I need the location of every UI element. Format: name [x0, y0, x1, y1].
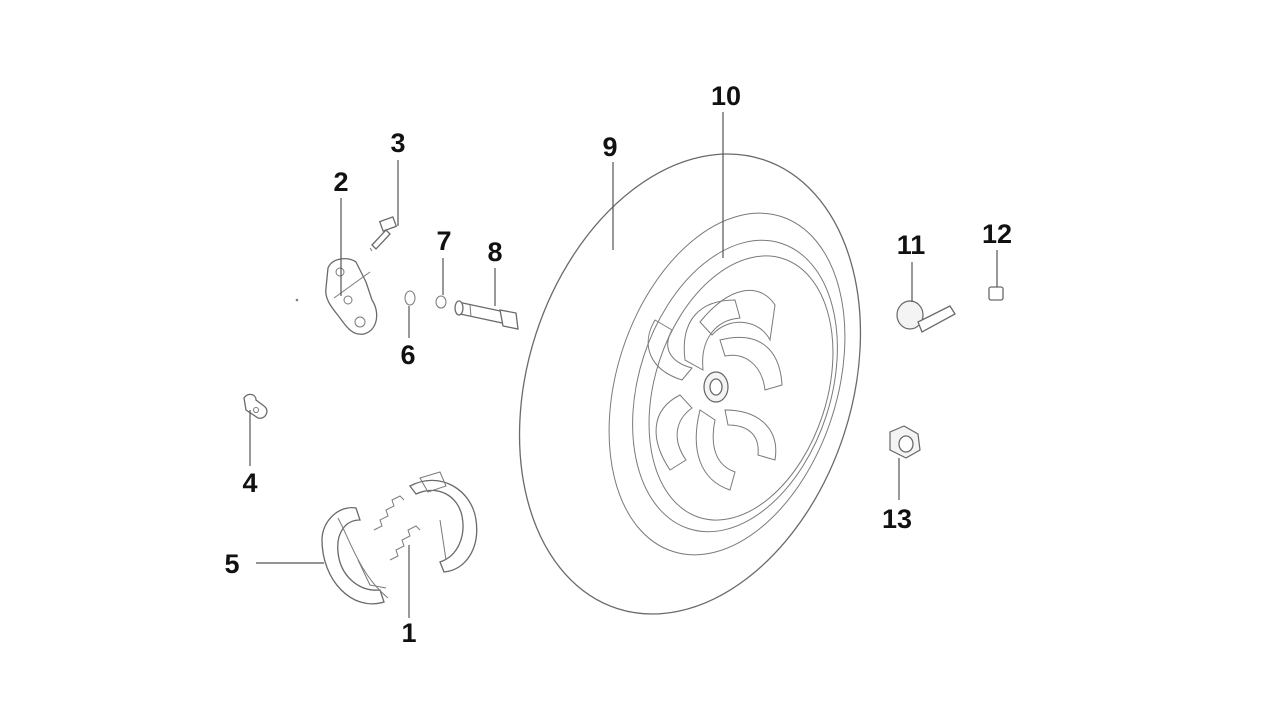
callout-12: 12 — [982, 219, 1012, 249]
callout-7: 7 — [436, 226, 451, 256]
leader-lines — [249, 112, 998, 618]
part-5-brake-shoes — [321, 471, 478, 605]
part-12-valve-cap — [988, 286, 1004, 301]
part-9-tire — [518, 153, 862, 615]
callout-1: 1 — [401, 618, 416, 648]
part-6-ring — [404, 290, 416, 306]
callout-4: 4 — [242, 468, 257, 498]
callout-6: 6 — [400, 340, 415, 370]
part-13-nut — [889, 425, 921, 459]
stray-mark — [295, 298, 299, 302]
callout-5: 5 — [224, 549, 239, 579]
part-4-clip — [243, 393, 268, 419]
callout-8: 8 — [487, 237, 502, 267]
part-11-valve-stem — [896, 300, 956, 333]
callout-13: 13 — [882, 504, 912, 534]
callout-11: 11 — [897, 230, 926, 260]
callout-10: 10 — [711, 81, 741, 111]
part-1-springs — [373, 495, 421, 561]
part-7-ring — [435, 295, 447, 309]
callout-9: 9 — [602, 132, 617, 162]
part-3-bolt — [369, 216, 398, 252]
part-10-wheel-rim — [647, 290, 783, 491]
callout-3: 3 — [390, 128, 405, 158]
part-2-brake-lever — [325, 257, 378, 335]
part-8-cam-shaft — [454, 300, 519, 330]
callout-2: 2 — [333, 167, 348, 197]
